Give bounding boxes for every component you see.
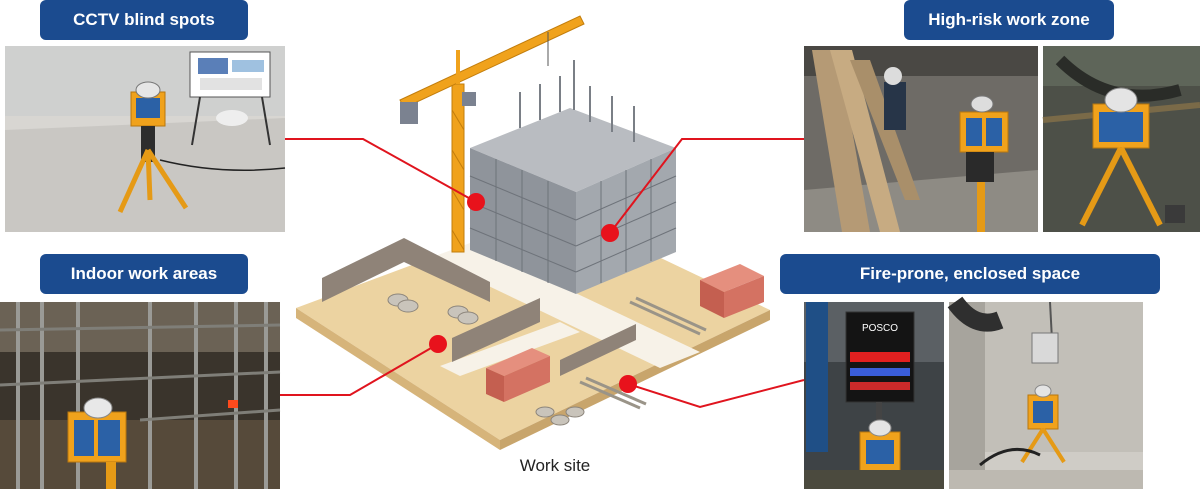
work-site-illustration (296, 15, 770, 450)
label-indoor-work-areas: Indoor work areas (40, 254, 248, 294)
photo-fire-prone-1: POSCO (804, 302, 944, 489)
container-icon (486, 348, 550, 402)
connector-fire-prone (627, 379, 805, 409)
building-icon (469, 60, 677, 294)
marker-cctv-blind-spots (467, 193, 485, 211)
cctv-camera-icon (1020, 384, 1066, 464)
label-high-risk-work-zone: High-risk work zone (904, 0, 1114, 40)
connector-high-risk-work-zone (609, 138, 804, 234)
marker-fire-prone (619, 375, 637, 393)
label-cctv-blind-spots: CCTV blind spots (40, 0, 248, 40)
posco-sign-text: POSCO (862, 323, 898, 334)
photo-cctv-blind-spots (5, 46, 286, 232)
cctv-camera-icon (859, 419, 901, 473)
tower-crane-icon (399, 15, 585, 253)
photo-high-risk-work-zone-2 (1042, 46, 1200, 232)
photo-indoor-work-areas (0, 302, 281, 489)
container-icon (700, 264, 764, 318)
marker-high-risk-work-zone (601, 224, 619, 242)
connector-lines (280, 138, 805, 409)
cctv-camera-icon (959, 95, 1009, 232)
label-fire-prone-enclosed-space: Fire-prone, enclosed space (780, 254, 1160, 294)
marker-indoor-work-areas (429, 335, 447, 353)
work-site-caption: Work site (519, 456, 591, 475)
cctv-camera-icon (1079, 87, 1163, 227)
cctv-camera-icon (117, 81, 189, 214)
connector-indoor-work-areas (280, 343, 439, 396)
photo-fire-prone-2 (947, 296, 1143, 489)
fence (322, 238, 636, 376)
photo-high-risk-work-zone-1 (804, 46, 1038, 232)
location-markers (429, 193, 637, 393)
cctv-camera-icon (67, 397, 127, 489)
connector-cctv-blind-spots (285, 138, 477, 203)
